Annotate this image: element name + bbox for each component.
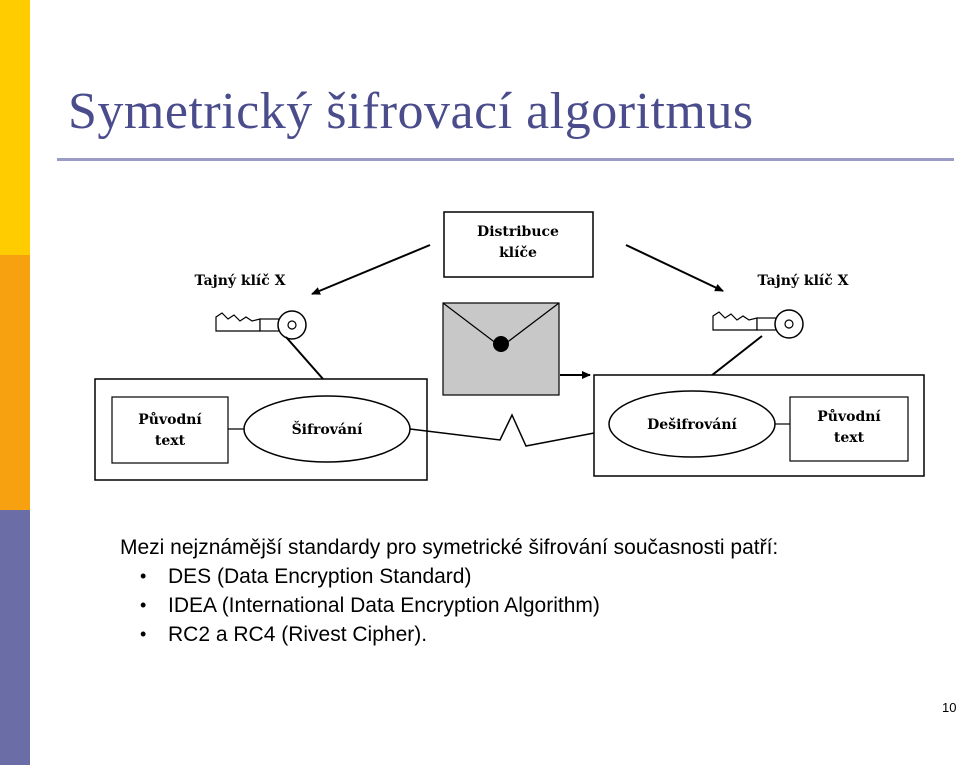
secret-key-label-right: Tajný klíč X: [758, 272, 849, 289]
original-text-left-line1: Původní: [138, 411, 202, 428]
original-text-box-left: [111, 396, 229, 464]
list-item-text: IDEA (International Data Encryption Algo…: [168, 594, 600, 617]
slide-body: Mezi nejznámější standardy pro symetrick…: [120, 533, 920, 649]
list-item: • IDEA (International Data Encryption Al…: [140, 591, 920, 620]
key-icon: [215, 310, 307, 340]
original-text-left-line2: text: [155, 433, 186, 449]
decryption-label: Dešifrování: [647, 417, 737, 433]
encryption-label: Šifrování: [292, 420, 364, 438]
envelope-icon: [442, 302, 560, 396]
key-distribution-label-line2: klíče: [499, 245, 537, 261]
bullet: •: [140, 595, 147, 615]
transmission-line: [409, 413, 611, 447]
key-distribution-box: Distribuce klíče: [443, 211, 594, 278]
slide-title: Symetrický šifrovací algoritmus: [68, 83, 754, 140]
key-distribution-label-line1: Distribuce: [477, 224, 559, 240]
arrow-to-left-key: [311, 244, 431, 295]
sidebar-segment-top: [0, 0, 30, 255]
arrow-to-right-key: [625, 244, 724, 292]
original-text-right-line2: text: [834, 430, 865, 446]
list-item-text: RC2 a RC4 (Rivest Cipher).: [168, 623, 428, 646]
sidebar-segment-bottom: [0, 510, 30, 765]
original-text-right-line1: Původní: [817, 408, 881, 425]
sidebar-segment-middle: [0, 255, 30, 510]
list-item: • DES (Data Encryption Standard): [140, 562, 920, 591]
encryption-diagram: Distribuce klíče Tajný klíč X Tajný klíč…: [94, 211, 925, 481]
standards-list: • DES (Data Encryption Standard) • IDEA …: [120, 562, 920, 649]
key-icon: [712, 309, 804, 339]
secret-key-label-left: Tajný klíč X: [195, 272, 286, 289]
list-item-text: DES (Data Encryption Standard): [168, 565, 472, 588]
bullet: •: [140, 566, 147, 586]
sidebar-decoration: [0, 0, 30, 765]
original-text-box-right: [789, 396, 909, 462]
list-item: • RC2 a RC4 (Rivest Cipher).: [140, 620, 920, 649]
bullet: •: [140, 624, 147, 644]
title-underline: [57, 158, 954, 161]
intro-paragraph: Mezi nejznámější standardy pro symetrick…: [120, 536, 779, 559]
page-number: 10: [942, 700, 957, 715]
